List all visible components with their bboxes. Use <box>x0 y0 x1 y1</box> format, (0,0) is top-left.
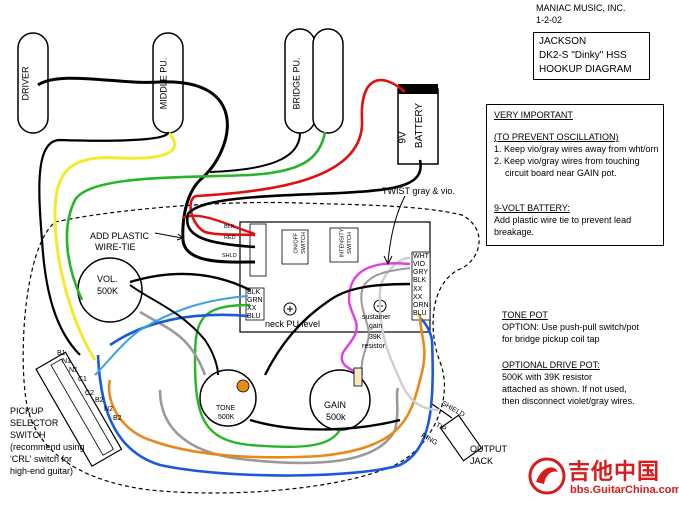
on-off-switch-label-2: SWITCH <box>300 232 307 254</box>
board-pin-xx-2: XX <box>413 294 423 301</box>
driver-label: DRIVER <box>20 66 31 101</box>
drive-pot-note-heading: OPTIONAL DRIVE POT: <box>502 360 600 370</box>
diagram-date: 1-2-02 <box>536 15 563 25</box>
pickup-switch-line-6: high-end guitar) <box>10 466 74 476</box>
tone-pot-label-2: 500K <box>218 414 235 421</box>
output-jack-label-2: JACK <box>470 456 494 466</box>
sustainer-gain-label: gain <box>369 323 383 330</box>
on-off-switch-box <box>281 229 309 265</box>
important-item-2b: circuit board near GAIN pot. <box>505 168 617 178</box>
important-item-1: 1. Keep vio/gray wires away from wht/orn <box>494 144 659 154</box>
board-pin-vio: VIO <box>413 261 426 268</box>
body-outline <box>22 201 480 494</box>
important-subheading: (TO PREVENT OSCILLATION) <box>494 132 619 142</box>
terminal-block-left <box>249 223 267 277</box>
board-pin-blk-lower: BLK <box>247 289 261 296</box>
tone-pot-note-line-1: OPTION: Use push-pull switch/pot <box>502 322 640 332</box>
pickup-switch-line-1: PICKUP <box>10 406 44 416</box>
neck-pu-level-label: neck PU level <box>265 319 321 329</box>
watermark-chinese: 吉他中国 <box>568 460 661 485</box>
twist-label: TWIST gray & vio. <box>382 186 455 196</box>
battery-cap <box>398 84 438 94</box>
battery-body <box>397 88 439 165</box>
board-pin-wht: WHT <box>413 253 429 260</box>
board-pin-orn: ORN <box>413 302 429 309</box>
board-pin-gry: GRY <box>413 269 429 276</box>
drive-pot-note-line-2: attached as shown. If not used, <box>502 384 627 394</box>
gain-pot-label-2: 500k <box>326 412 346 422</box>
switch-terminal-n1b: N1 <box>69 367 78 374</box>
switch-terminal-b1: B1 <box>57 350 66 357</box>
important-box: VERY IMPORTANT (TO PREVENT OSCILLATION) … <box>486 104 664 246</box>
battery-note-heading: 9-VOLT BATTERY: <box>494 203 570 213</box>
driver-pickup <box>17 32 49 134</box>
tone-pot-capacitor <box>236 379 250 393</box>
intensity-switch-box <box>329 227 359 263</box>
watermark-site: bbs.GuitarChina.com <box>570 484 679 496</box>
gain-pot-label-1: GAIN <box>324 400 347 410</box>
tone-pot-label-1: TONE <box>216 405 236 412</box>
output-jack <box>431 403 483 462</box>
bridge-pickup-coil-b <box>312 28 344 134</box>
title-line-2: DK2-S "Dinky" HSS <box>539 50 627 61</box>
pickup-switch-line-3: SWITCH <box>10 430 46 440</box>
switch-terminal-c1: C1 <box>78 376 87 383</box>
resistor-label-2: resistor <box>362 343 385 350</box>
board-pin-blk: BLK <box>224 224 235 230</box>
vol-pot-label-1: VOL. <box>97 274 118 284</box>
title-line-1: JACKSON <box>539 36 587 47</box>
board-pin-grn: GRN <box>247 297 263 304</box>
bridge-pu-label: BRIDGE PU. <box>291 57 302 110</box>
board-pin-red: RED <box>224 235 236 241</box>
important-item-2: 2. Keep vio/gray wires from touching <box>494 156 640 166</box>
sustainer-label: sustainer <box>362 314 391 321</box>
pickup-switch-line-2: SELECTOR <box>10 418 59 428</box>
battery-label-2: BATTERY <box>414 102 426 149</box>
board-pin-blu-lower: BLU <box>247 313 261 320</box>
board-pin-blu-right: BLU <box>413 310 427 317</box>
board-pin-blk-right: BLK <box>413 277 427 284</box>
switch-terminal-b2b: B2 <box>113 415 122 422</box>
board-pin-xx-1: XX <box>413 286 423 293</box>
pickup-switch-line-4: (recommend using <box>10 442 85 452</box>
battery-label-1: 9V <box>397 131 409 144</box>
title-box: JACKSON DK2-S "Dinky" HSS HOOKUP DIAGRAM <box>533 32 650 80</box>
drive-pot-note-line-3: then disconnect violet/gray wires. <box>502 396 635 406</box>
board-pin-xx-lower: XX <box>247 305 257 312</box>
pickup-switch-line-5: 'CRL' switch for <box>10 454 72 464</box>
drive-pot-note-line-1: 500K with 39K resistor <box>502 372 593 382</box>
on-off-switch-label-1: ON/OFF <box>293 232 300 254</box>
watermark-logo-icon <box>528 457 566 495</box>
battery-note-line-2: breakage. <box>494 227 535 237</box>
switch-terminal-n2: N2 <box>104 406 113 413</box>
switch-terminal-n1a: N1 <box>62 358 71 365</box>
add-plastic-label-1: ADD PLASTIC <box>90 231 150 241</box>
switch-terminal-c2: C2 <box>85 390 94 397</box>
watermark: 吉他中国 bbs.GuitarChina.com <box>528 452 679 502</box>
middle-pu-label: MIDDLE PU. <box>158 57 169 110</box>
resistor-label-1: 39K <box>369 334 382 341</box>
battery-note-line-1: Add plastic wire tie to prevent lead <box>494 215 632 225</box>
switch-terminal-b2a: B2 <box>95 397 104 404</box>
company-name: MANIAC MUSIC, INC. <box>536 3 626 13</box>
board-pin-shld: SHLD <box>222 253 237 259</box>
add-plastic-label-2: WIRE-TIE <box>95 242 136 252</box>
important-heading: VERY IMPORTANT <box>494 110 573 120</box>
intensity-switch-label-1: INTENSITY <box>339 228 346 258</box>
intensity-switch-label-2: SWITCH <box>346 232 353 254</box>
resistor-39k <box>353 367 363 387</box>
pickup-selector-switch <box>35 351 123 468</box>
vol-pot-label-2: 500K <box>97 286 119 296</box>
tone-pot-note-line-2: for bridge pickup coil tap <box>502 334 600 344</box>
tone-pot-note-heading: TONE POT <box>502 310 548 320</box>
output-jack-label-1: OUTPUT <box>470 444 507 454</box>
title-line-3: HOOKUP DIAGRAM <box>539 64 632 75</box>
